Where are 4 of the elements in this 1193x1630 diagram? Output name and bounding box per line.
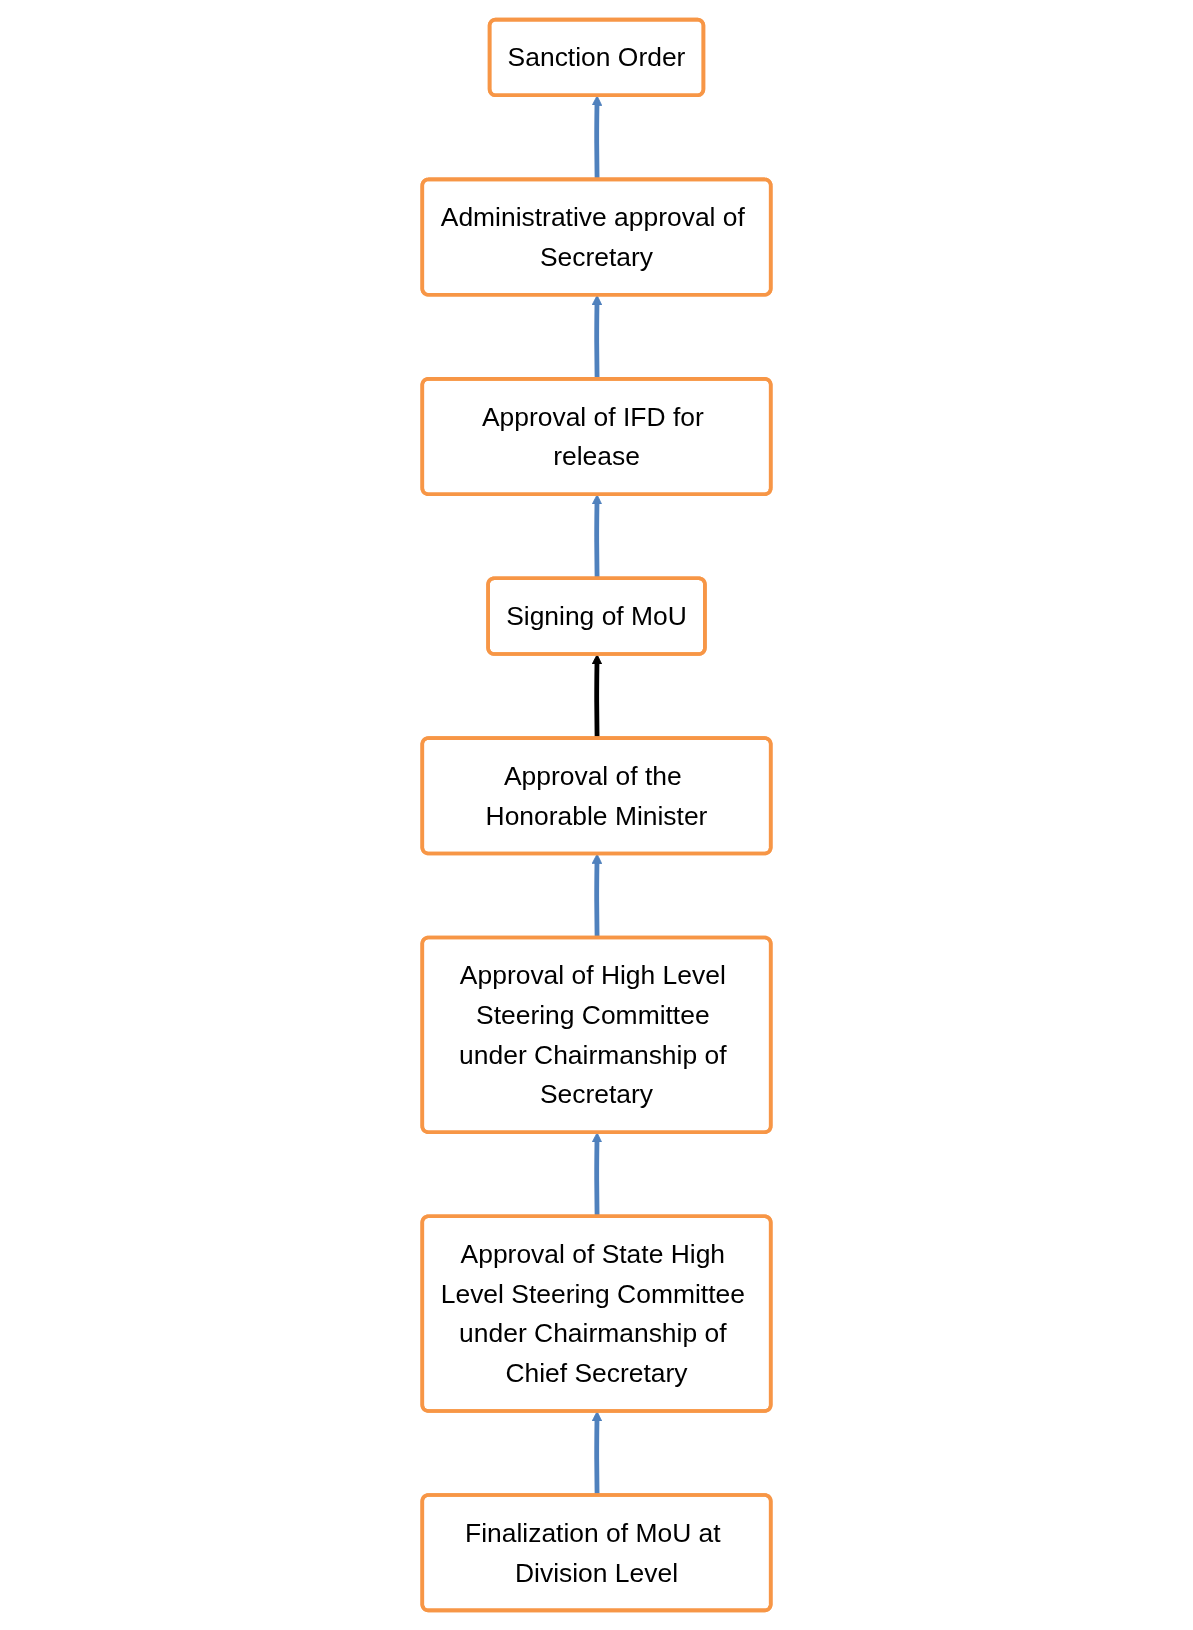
arrow [591,494,603,579]
arrow [591,1411,603,1496]
arrow [591,1132,603,1217]
arrow [591,654,603,739]
